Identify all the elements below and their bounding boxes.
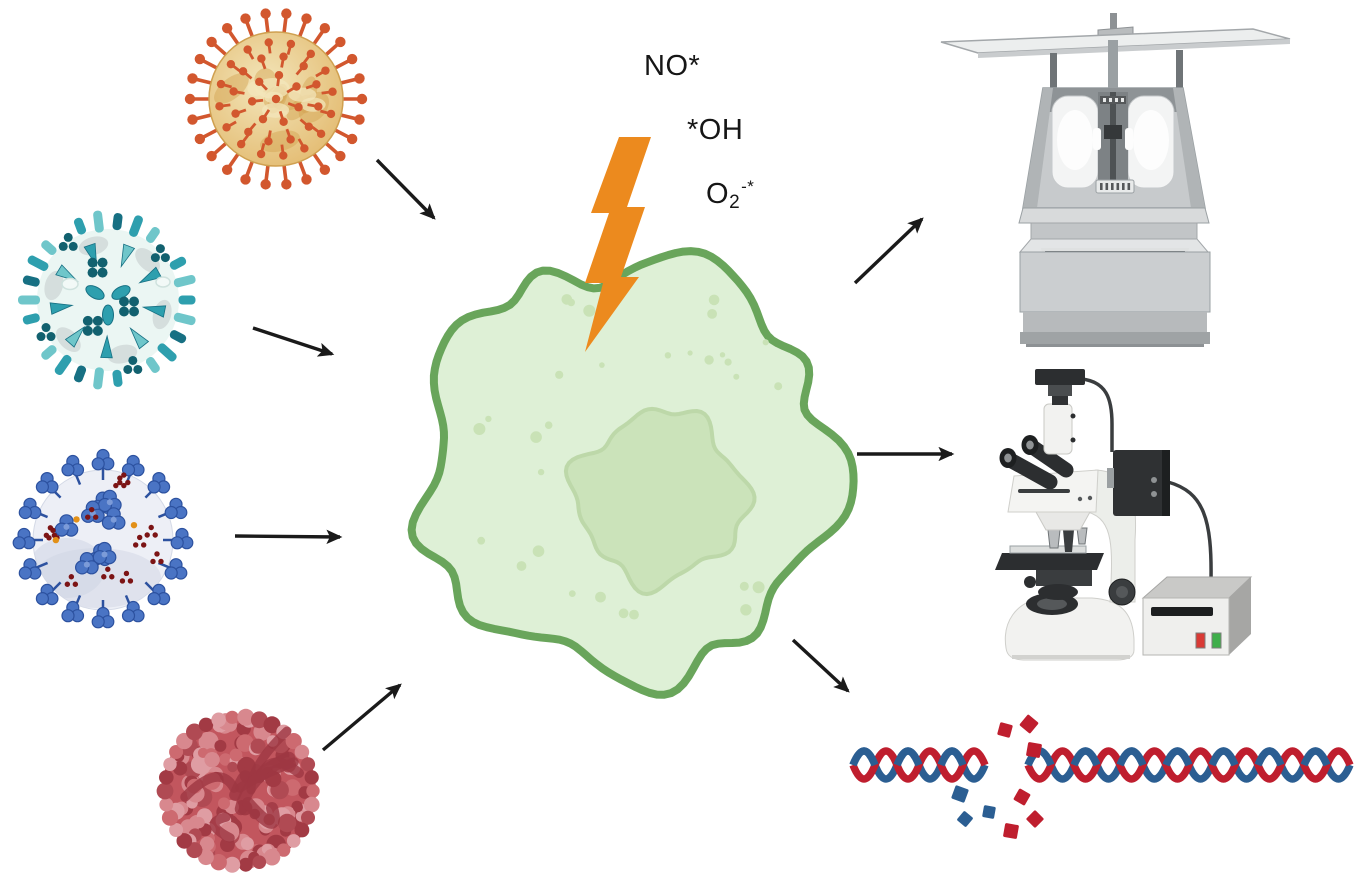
arrow-blue-virus-to-cell (234, 529, 343, 545)
eyepiece-left (1004, 453, 1058, 490)
nosepiece (1035, 511, 1091, 531)
blue-virus (12, 448, 194, 629)
green-button (1211, 632, 1222, 649)
camera-cable (1081, 377, 1114, 452)
fluorescence-microscope-icon (995, 369, 1253, 661)
orange-virus (184, 8, 368, 190)
teal-virus (18, 210, 196, 390)
red-virus (156, 708, 320, 873)
hydroxyl-text: *OH (687, 114, 744, 146)
superoxide-superscript: -* (741, 177, 755, 196)
power-cable (1167, 480, 1213, 581)
red-button (1195, 632, 1206, 649)
epi-illuminator-box (1113, 450, 1170, 516)
arrow-orange-virus-to-cell (375, 158, 436, 220)
slide (1009, 545, 1087, 554)
microscope-base (1004, 597, 1135, 661)
arrow-cell-to-dna (791, 638, 850, 693)
lab-analyzer-icon (940, 13, 1291, 347)
lightning-bolt-icon (585, 137, 651, 352)
host-cell (407, 247, 858, 699)
power-supply-slot (1151, 607, 1213, 616)
arrow-teal-virus-to-cell (252, 326, 335, 357)
nitric-oxide-text: NO* (644, 50, 701, 82)
superoxide-base-text: O (706, 178, 730, 210)
broken-dna-icon (849, 714, 1354, 839)
camera (1035, 369, 1085, 385)
superoxide-subscript: 2 (729, 192, 741, 213)
eyepiece-right (1026, 440, 1074, 478)
camera-tube (1043, 403, 1073, 455)
superoxide-label: O2-* (706, 177, 754, 214)
hydroxyl-label: *OH (687, 114, 743, 147)
arrow-red-virus-to-cell (321, 683, 402, 752)
arrows (234, 158, 955, 752)
arrow-cell-to-instrument (853, 217, 924, 285)
nitric-oxide-label: NO* (644, 50, 700, 83)
